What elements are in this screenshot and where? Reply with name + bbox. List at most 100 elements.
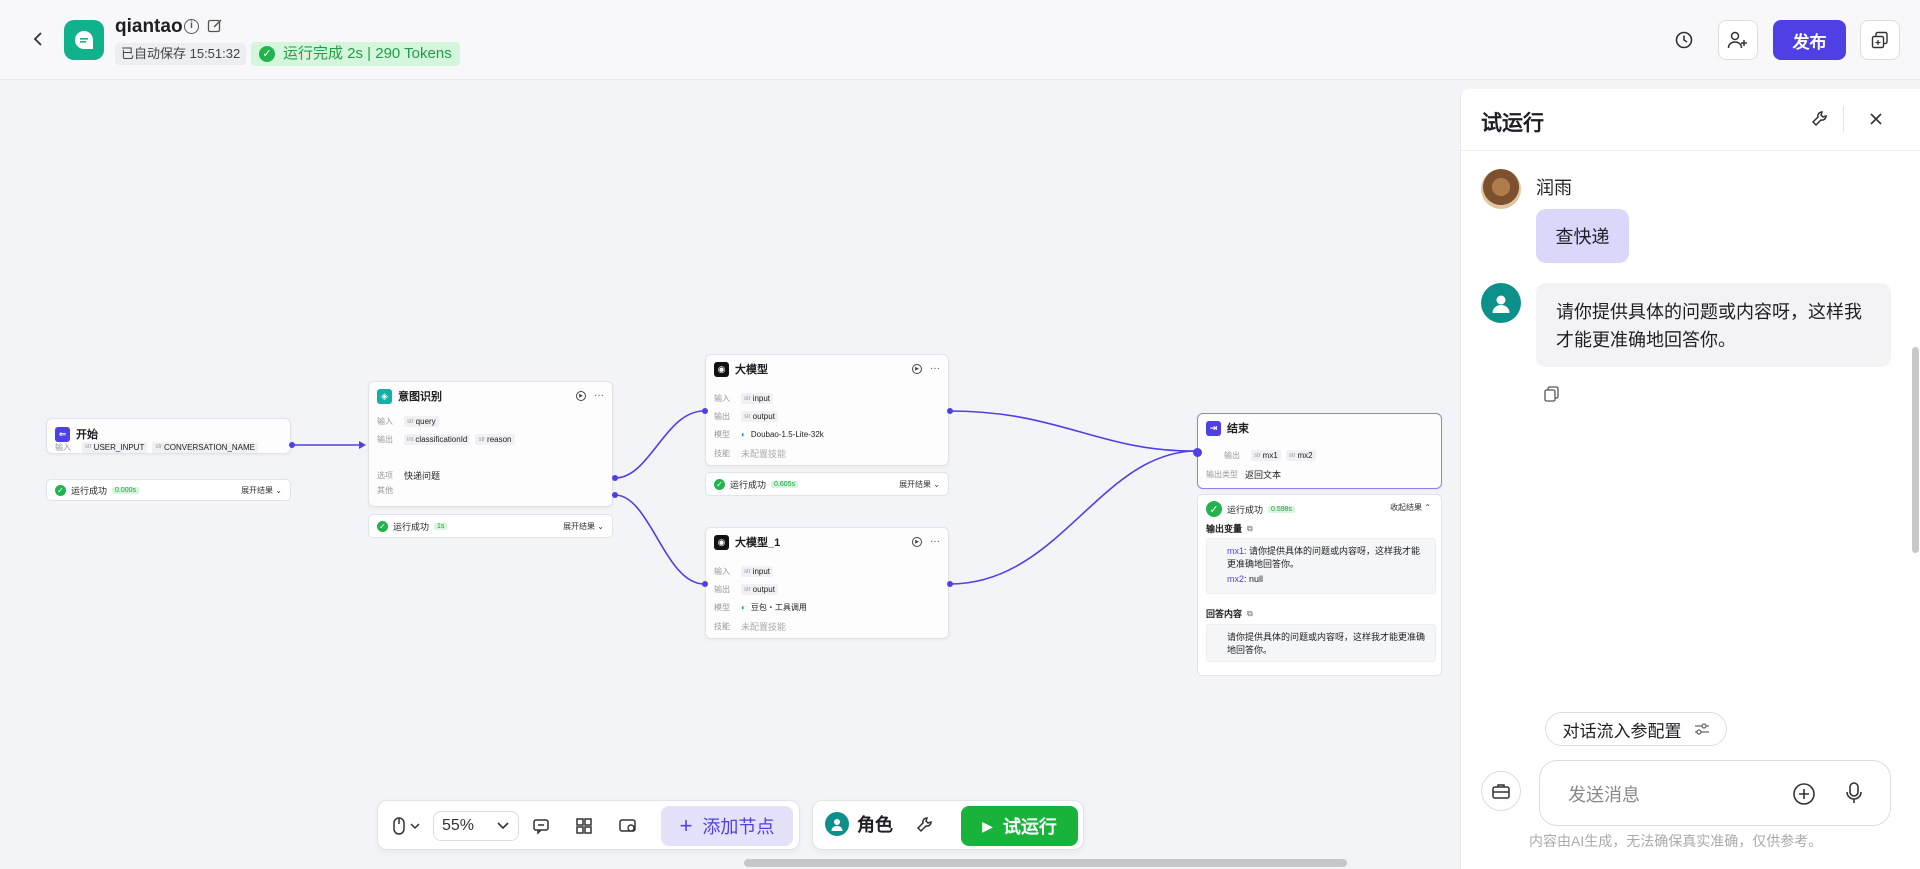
divider <box>1461 150 1920 151</box>
port[interactable] <box>702 581 708 587</box>
node-end-results: ✓ 运行成功 0.598s 收起结果 ⌃ 输出变量⧉ mx1: 请你提供具体的问… <box>1197 494 1442 676</box>
llm-node-icon: ◉ <box>714 361 729 377</box>
wire-arrow <box>359 441 366 449</box>
collapse-results-button[interactable]: 收起结果 ⌃ <box>1390 503 1431 512</box>
sliders-icon <box>1694 723 1709 735</box>
more-icon[interactable]: ··· <box>930 536 940 547</box>
mouse-mode-icon[interactable] <box>388 815 424 837</box>
node-llm-status: ✓ 运行成功 0.605s 展开结果 ⌄ <box>705 472 949 496</box>
message-input[interactable]: 发送消息 <box>1539 760 1891 826</box>
port[interactable] <box>702 408 708 414</box>
node-intent-option-row: 选项 快递问题 <box>377 471 441 481</box>
node-intent-actions: ▶ ··· <box>576 390 604 401</box>
port[interactable] <box>947 408 953 414</box>
add-node-button[interactable]: + 添加节点 <box>661 806 793 846</box>
output-variables-panel: mx1: 请你提供具体的问题或内容呀，这样我才能更准确地回答你。 mx2: nu… <box>1206 538 1436 594</box>
run-node-icon[interactable]: ▶ <box>912 536 922 547</box>
edit-icon[interactable] <box>207 18 223 34</box>
horizontal-scrollbar[interactable] <box>744 859 1347 867</box>
trial-panel-title: 试运行 <box>1481 112 1544 135</box>
copy-icon[interactable] <box>1543 385 1561 408</box>
play-icon: ▶ <box>982 817 993 834</box>
role-avatar-icon <box>825 812 849 836</box>
conversation-params-button[interactable]: 对话流入参配置 <box>1545 712 1727 746</box>
node-intent-other-row: 其他 <box>377 486 393 495</box>
publish-button[interactable]: 发布 <box>1773 20 1846 60</box>
wire-intent-llm2 <box>614 494 705 585</box>
run-node-icon[interactable]: ▶ <box>576 390 586 401</box>
vertical-scrollbar[interactable] <box>1912 347 1919 553</box>
trial-run-button[interactable]: ▶ 试运行 <box>961 806 1078 846</box>
bot-avatar <box>1481 283 1521 323</box>
back-arrow-icon[interactable] <box>28 28 50 50</box>
debug-settings-icon[interactable] <box>1810 109 1830 134</box>
time-badge: 1s <box>434 522 448 530</box>
toolbox-icon[interactable] <box>1481 771 1521 811</box>
start-node-icon: ⇐ <box>55 426 70 442</box>
role-button[interactable]: 角色 <box>825 811 893 837</box>
comment-icon[interactable] <box>528 814 554 838</box>
connection-lines <box>293 410 1197 585</box>
layout-icon[interactable] <box>571 814 597 838</box>
copy-window-icon[interactable] <box>1860 20 1900 60</box>
node-llm-1-title: ◉ 大模型_1 <box>714 534 780 550</box>
node-llm-title: ◉ 大模型 <box>714 361 768 377</box>
time-badge: 0.598s <box>1268 505 1296 513</box>
port[interactable] <box>612 492 618 498</box>
debug-tool-icon[interactable] <box>915 815 935 840</box>
more-icon[interactable]: ··· <box>594 390 604 401</box>
node-llm-1-model-row: 模型◐豆包・工具调用 <box>714 603 807 612</box>
port[interactable] <box>289 442 295 448</box>
wire-llm1-end <box>949 410 1197 452</box>
check-icon: ✓ <box>1206 501 1222 517</box>
expand-results-button[interactable]: 展开结果 ⌄ <box>563 521 604 531</box>
copy-icon[interactable]: ⧉ <box>1247 608 1253 618</box>
expand-results-button[interactable]: 展开结果 ⌄ <box>899 479 940 489</box>
node-end-status: ✓ 运行成功 0.598s <box>1206 501 1296 517</box>
copy-icon[interactable]: ⧉ <box>1247 523 1253 533</box>
user-avatar <box>1481 169 1521 209</box>
run-status-text: 运行完成 2s | 290 Tokens <box>283 45 452 62</box>
run-node-icon[interactable]: ▶ <box>912 363 922 374</box>
add-attachment-icon[interactable] <box>1792 782 1816 811</box>
more-icon[interactable]: ··· <box>930 363 940 374</box>
top-bar: qiantao i 已自动保存 15:51:32 ✓ 运行完成 2s | 290… <box>0 0 1920 80</box>
zoom-select[interactable]: 55% <box>433 811 519 841</box>
wire-llm2-end <box>949 450 1197 585</box>
user-message: 查快递 <box>1536 209 1629 263</box>
bot-message: 请你提供具体的问题或内容呀，这样我才能更准确地回答你。 <box>1536 283 1891 367</box>
port[interactable] <box>1193 448 1202 457</box>
node-llm-skill-row: 技能未配置技能 <box>714 449 787 459</box>
zoom-value: 55% <box>442 817 475 834</box>
expand-results-button[interactable]: 展开结果 ⌄ <box>241 485 282 495</box>
app-name: qiantao <box>115 16 183 37</box>
port[interactable] <box>947 581 953 587</box>
chevron-down-icon <box>497 822 509 830</box>
node-llm-model-row: 模型◐Doubao-1.5-Lite-32k <box>714 430 824 439</box>
close-icon[interactable] <box>1868 111 1884 132</box>
history-icon[interactable] <box>1664 20 1704 60</box>
collaborators-icon[interactable] <box>1718 20 1758 60</box>
info-icon[interactable]: i <box>184 19 199 34</box>
answer-content-title: 回答内容⧉ <box>1206 608 1253 620</box>
port[interactable] <box>612 475 618 481</box>
minimap-icon[interactable] <box>615 814 641 838</box>
run-toolbar: 角色 ▶ 试运行 <box>812 800 1084 850</box>
microphone-icon[interactable] <box>1844 781 1864 810</box>
